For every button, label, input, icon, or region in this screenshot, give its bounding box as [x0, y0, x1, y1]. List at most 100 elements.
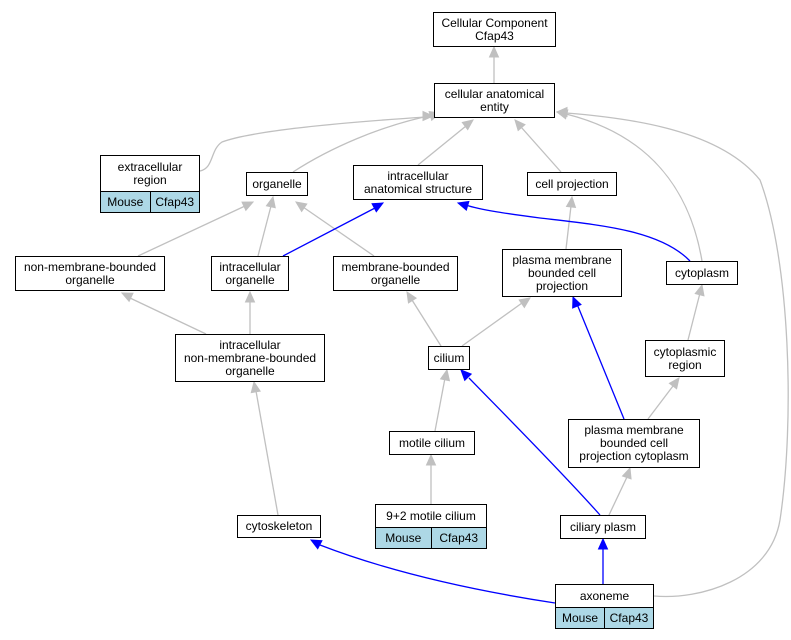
node-cytoskeleton[interactable]: cytoskeleton	[237, 515, 321, 538]
edge-axoneme-to-cytoskeleton	[319, 544, 556, 604]
node-label: Cellular Component	[441, 15, 548, 30]
edge-ciliary-to-cilium	[468, 377, 601, 516]
edge-axoneme-to-cae	[565, 112, 789, 598]
edge-cilium-to-pmbcp	[461, 302, 523, 347]
node-cytoplasm[interactable]: cytoplasm	[666, 261, 738, 285]
node-label: organelle	[252, 176, 302, 191]
edge-ias-to-cae	[417, 125, 467, 166]
node-label: organelle	[225, 272, 275, 287]
node-label: 9+2 motile cilium	[386, 508, 476, 523]
edge-ciliary-to-cilium-arrowhead	[460, 369, 473, 382]
edge-ciliary-to-pmbcpc	[608, 476, 628, 516]
edge-io-to-organelle-arrowhead	[265, 195, 276, 209]
edge-organelle-to-cae	[292, 114, 434, 173]
edge-cilium-to-mbo-arrowhead	[406, 290, 418, 304]
node-label: bounded cell	[527, 265, 597, 280]
node-label: axoneme	[579, 588, 630, 603]
node-label: region	[668, 357, 702, 372]
edge-cytoplasm-to-ias-arrowhead	[456, 200, 470, 212]
edge-inmbo-to-nmbo-arrowhead	[120, 292, 134, 303]
node-label: plasma membrane	[512, 252, 612, 267]
edge-cytoregion-to-cytoplasm-arrowhead	[694, 283, 705, 297]
edge-axoneme-to-cytoskeleton-arrowhead	[309, 539, 323, 550]
edge-nmbo-to-organelle-arrowhead	[241, 201, 255, 212]
edge-ninetwo-to-motile-arrowhead	[425, 453, 437, 466]
node-label: region	[133, 172, 167, 187]
node-label: projection	[535, 278, 589, 293]
node-label: entity	[480, 99, 509, 114]
gene-tag: Cfap43	[149, 192, 199, 212]
node-label: Cfap43	[475, 28, 514, 43]
node-motile-cilium[interactable]: motile cilium	[389, 431, 475, 455]
node-label: cytoskeleton	[245, 519, 313, 533]
node-ciliary-plasm[interactable]: ciliary plasm	[560, 515, 646, 539]
node-cilium[interactable]: cilium	[428, 346, 470, 370]
node-label: non-membrane-bounded	[23, 259, 157, 274]
edge-mbo-to-organelle-arrowhead	[294, 201, 308, 213]
gene-tag: Cfap43	[430, 528, 486, 548]
edge-nmbo-to-organelle	[137, 205, 246, 257]
node-cell-projection[interactable]: cell projection	[527, 172, 617, 196]
node-label: projection cytoplasm	[579, 449, 689, 463]
edge-io-to-organelle	[257, 205, 272, 257]
edge-extracellular-to-cae-arrowhead	[422, 110, 435, 122]
node-label: extracellular	[117, 159, 183, 174]
node-label: cellular anatomical	[444, 86, 545, 101]
edge-ciliary-to-pmbcpc-arrowhead	[621, 466, 632, 480]
node-label: bounded cell	[599, 436, 669, 450]
edge-cellproj-to-cae	[520, 126, 562, 173]
edge-pmbcpc-to-cytoregion	[647, 385, 674, 420]
edge-cytoskeleton-to-inmbo-arrowhead	[250, 380, 261, 394]
node-label: cytoplasm	[674, 265, 730, 280]
edge-io-to-ias-arrowhead	[371, 202, 385, 213]
edge-cilium-to-mbo	[411, 299, 442, 347]
edge-cilium-to-pmbcp-arrowhead	[518, 297, 532, 309]
node-label: intracellular	[387, 168, 449, 183]
edge-inmbo-to-io-arrowhead	[244, 290, 256, 303]
node-label: motile cilium	[398, 435, 465, 450]
node-label: organelle	[225, 363, 275, 378]
edge-inmbo-to-nmbo	[129, 297, 207, 335]
node-label: intracellular	[219, 337, 281, 352]
species-tag: Mouse	[556, 608, 604, 628]
edge-cytoplasm-to-ias	[465, 204, 691, 262]
edge-mbo-to-organelle	[302, 206, 375, 257]
edge-cytoregion-to-cytoplasm	[687, 292, 701, 341]
node-label: cilium	[433, 350, 465, 365]
edge-motile-to-cilium-arrowhead	[439, 368, 451, 382]
edge-pmbcp-to-cellproj-arrowhead	[565, 195, 577, 208]
edge-extracellular-to-cae	[199, 116, 427, 172]
gene-tag: Cfap43	[604, 608, 653, 628]
node-label: organelle	[370, 272, 421, 287]
edge-cellproj-to-cae-arrowhead	[514, 119, 526, 132]
edge-pmbcpc-to-pmbcp	[576, 303, 625, 420]
node-organelle[interactable]: organelle	[246, 172, 308, 196]
edge-ias-to-cae-arrowhead	[461, 119, 474, 131]
node-label: intracellular	[219, 259, 281, 274]
edge-pmbcpc-to-cytoregion-arrowhead	[668, 377, 680, 390]
edge-pmbcp-to-cellproj	[565, 205, 572, 250]
node-label: organelle	[65, 272, 115, 287]
node-label: cytoplasmic	[653, 344, 717, 359]
edge-pmbcpc-to-pmbcp-arrowhead	[572, 295, 582, 309]
node-label: non-membrane-bounded	[183, 350, 317, 365]
node-label: anatomical structure	[363, 181, 473, 196]
edge-axoneme-to-cae-arrowhead	[555, 106, 568, 118]
edge-cae-to-root-arrowhead	[488, 45, 500, 58]
edge-cytoskeleton-to-inmbo	[255, 390, 279, 516]
node-label: plasma membrane	[584, 423, 684, 437]
